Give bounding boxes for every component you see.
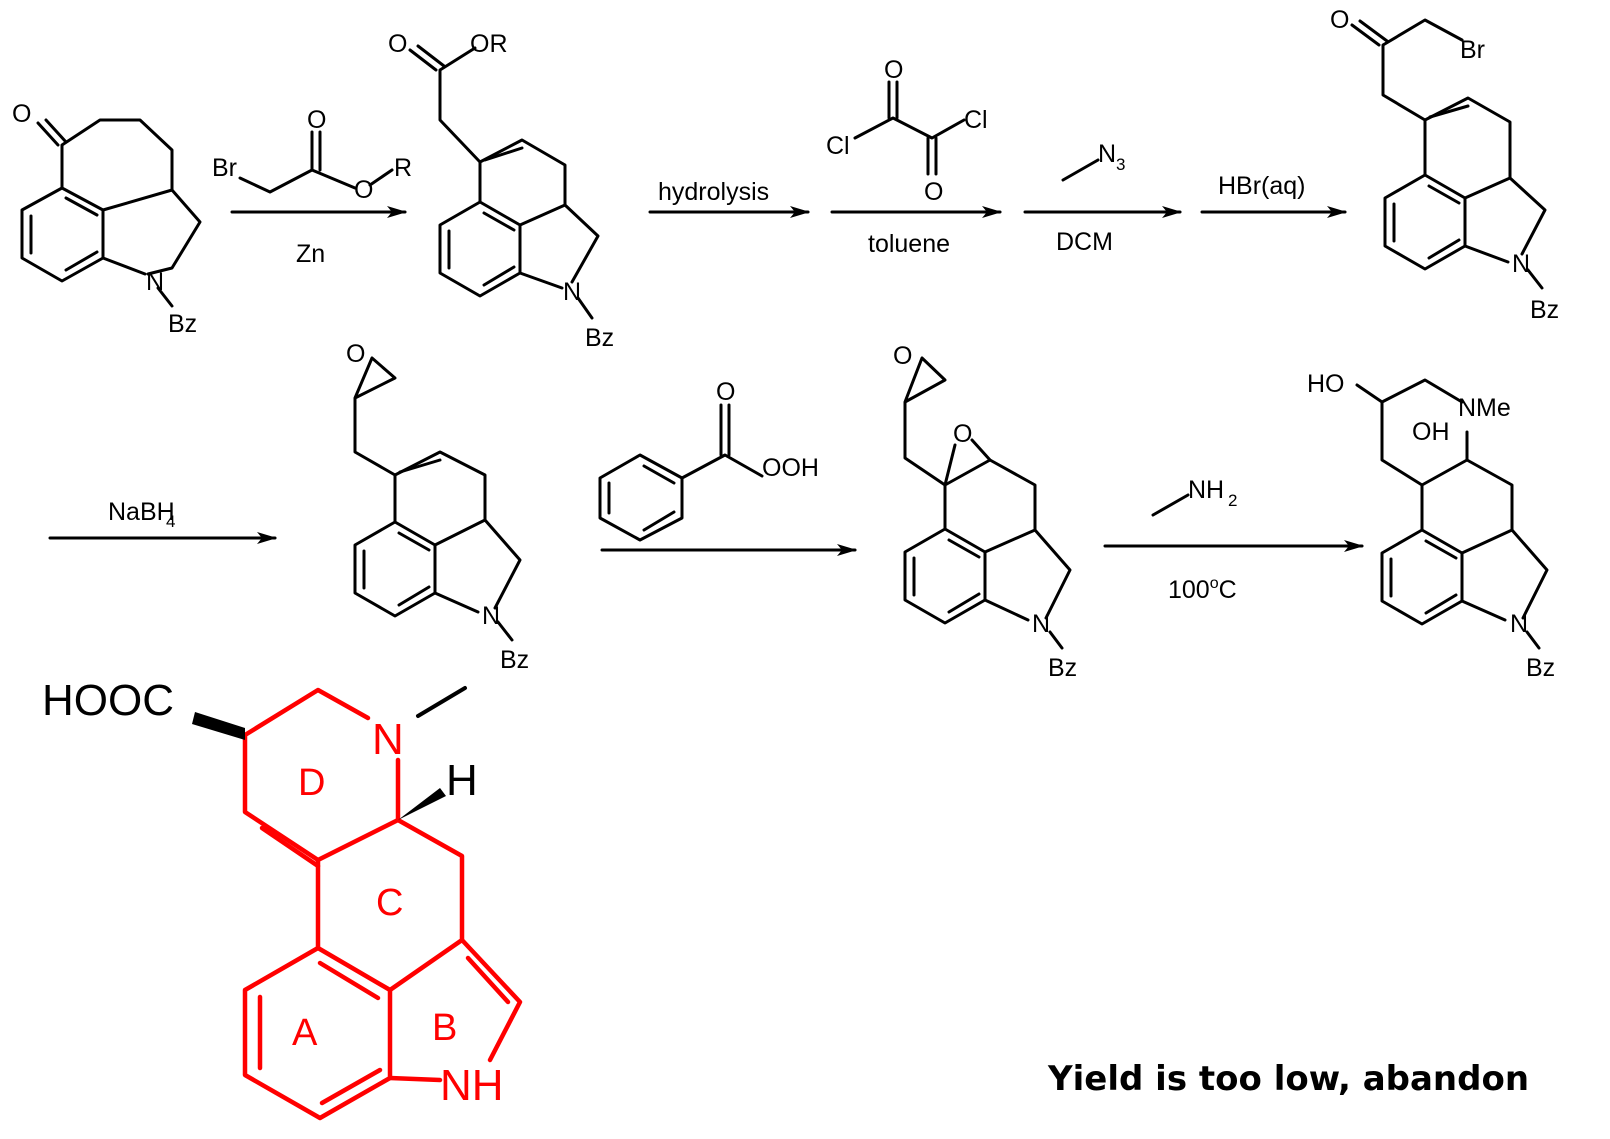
molecule-3-bromoketone: O Br N Bz	[1330, 6, 1559, 324]
bromoacetate-r: R	[394, 154, 412, 182]
m1-bz-label: Bz	[168, 310, 197, 338]
m2-nitrogen: N	[563, 278, 581, 306]
oxalyl-cl-1: Cl	[826, 132, 850, 160]
m1-oxygen-label: O	[12, 100, 31, 128]
oxalyl-o-1: O	[884, 56, 903, 84]
m3-bz: Bz	[1530, 296, 1559, 324]
azide-n: N	[1098, 140, 1116, 168]
m5-epoxide-o: O	[893, 342, 912, 370]
ring-label-a: A	[292, 1012, 318, 1054]
reagent-peroxybenzoic-acid: O OOH	[598, 378, 819, 542]
m3-bromine: Br	[1460, 36, 1485, 64]
condition-hydrolysis: hydrolysis	[658, 178, 769, 206]
m5-nitrogen: N	[1032, 610, 1050, 638]
m6-hydroxyl-1: HO	[1307, 370, 1345, 398]
wedge-bond-cooh	[192, 712, 245, 740]
molecule-4-epoxide: O N Bz	[346, 340, 529, 674]
target-h: H	[446, 756, 478, 805]
condition-dcm: DCM	[1056, 228, 1113, 256]
m6-hydroxyl-2: OH	[1412, 418, 1450, 446]
ring-label-d: D	[298, 762, 325, 804]
condition-hbr: HBr(aq)	[1218, 172, 1306, 200]
m5-ring-epoxide-o: O	[953, 420, 972, 448]
ring-label-b: B	[432, 1007, 457, 1049]
reagent-methylamine: NH 2	[1151, 476, 1237, 517]
m6-nme: NMe	[1458, 394, 1511, 422]
m3-ketone-o: O	[1330, 6, 1349, 34]
molecule-1-starting-ketone: O N Bz	[12, 100, 202, 338]
m3-nitrogen: N	[1512, 250, 1530, 278]
condition-zn: Zn	[296, 240, 325, 268]
footer-yield-note: Yield is too low, abandon	[1047, 1059, 1529, 1099]
bromoacetate-o-ester: O	[354, 176, 373, 204]
m6-nitrogen: N	[1510, 610, 1528, 638]
bromoacetate-br: Br	[212, 154, 237, 182]
m4-epoxide-o: O	[346, 340, 365, 368]
methylamine-nh: NH	[1188, 476, 1224, 504]
m2-ester-or: OR	[470, 30, 508, 58]
target-nh: NH	[440, 1061, 504, 1110]
peracid-o: O	[716, 378, 735, 406]
m5-bz: Bz	[1048, 654, 1077, 682]
oxalyl-cl-2: Cl	[964, 106, 988, 134]
condition-toluene: toluene	[868, 230, 950, 258]
reagent-methyl-azide: N 3	[1061, 140, 1125, 182]
condition-nabh4: NaBH	[108, 498, 175, 526]
target-lysergic-acid: HOOC N H NH D C A B	[42, 676, 523, 1121]
m4-bz: Bz	[500, 646, 529, 674]
molecule-6-aminodiol: HO NMe OH N Bz	[1307, 370, 1555, 682]
bromoacetate-o-carbonyl: O	[307, 106, 326, 134]
m2-bz: Bz	[585, 324, 614, 352]
azide-subscript: 3	[1116, 155, 1125, 174]
condition-nabh4-subscript: 4	[166, 512, 175, 531]
m1-nitrogen-label: N	[146, 268, 164, 296]
wedge-bond-h	[398, 788, 446, 820]
molecule-2-ester: O OR N Bz	[388, 30, 614, 352]
peracid-ooh: OOH	[762, 454, 819, 482]
m4-nitrogen: N	[482, 602, 500, 630]
m2-carbonyl-o: O	[388, 30, 407, 58]
oxalyl-o-2: O	[924, 178, 943, 206]
target-n: N	[372, 715, 404, 764]
reagent-bromoacetate: Br O O R	[212, 106, 412, 204]
m6-bz: Bz	[1526, 654, 1555, 682]
methylamine-subscript: 2	[1228, 491, 1237, 510]
molecule-5-diepoxide: O O N Bz	[893, 342, 1077, 682]
condition-temperature: 100oC	[1168, 575, 1237, 604]
ring-label-c: C	[376, 882, 403, 924]
reagent-oxalyl-chloride: Cl Cl O O	[826, 56, 988, 206]
target-hooc: HOOC	[42, 676, 174, 725]
